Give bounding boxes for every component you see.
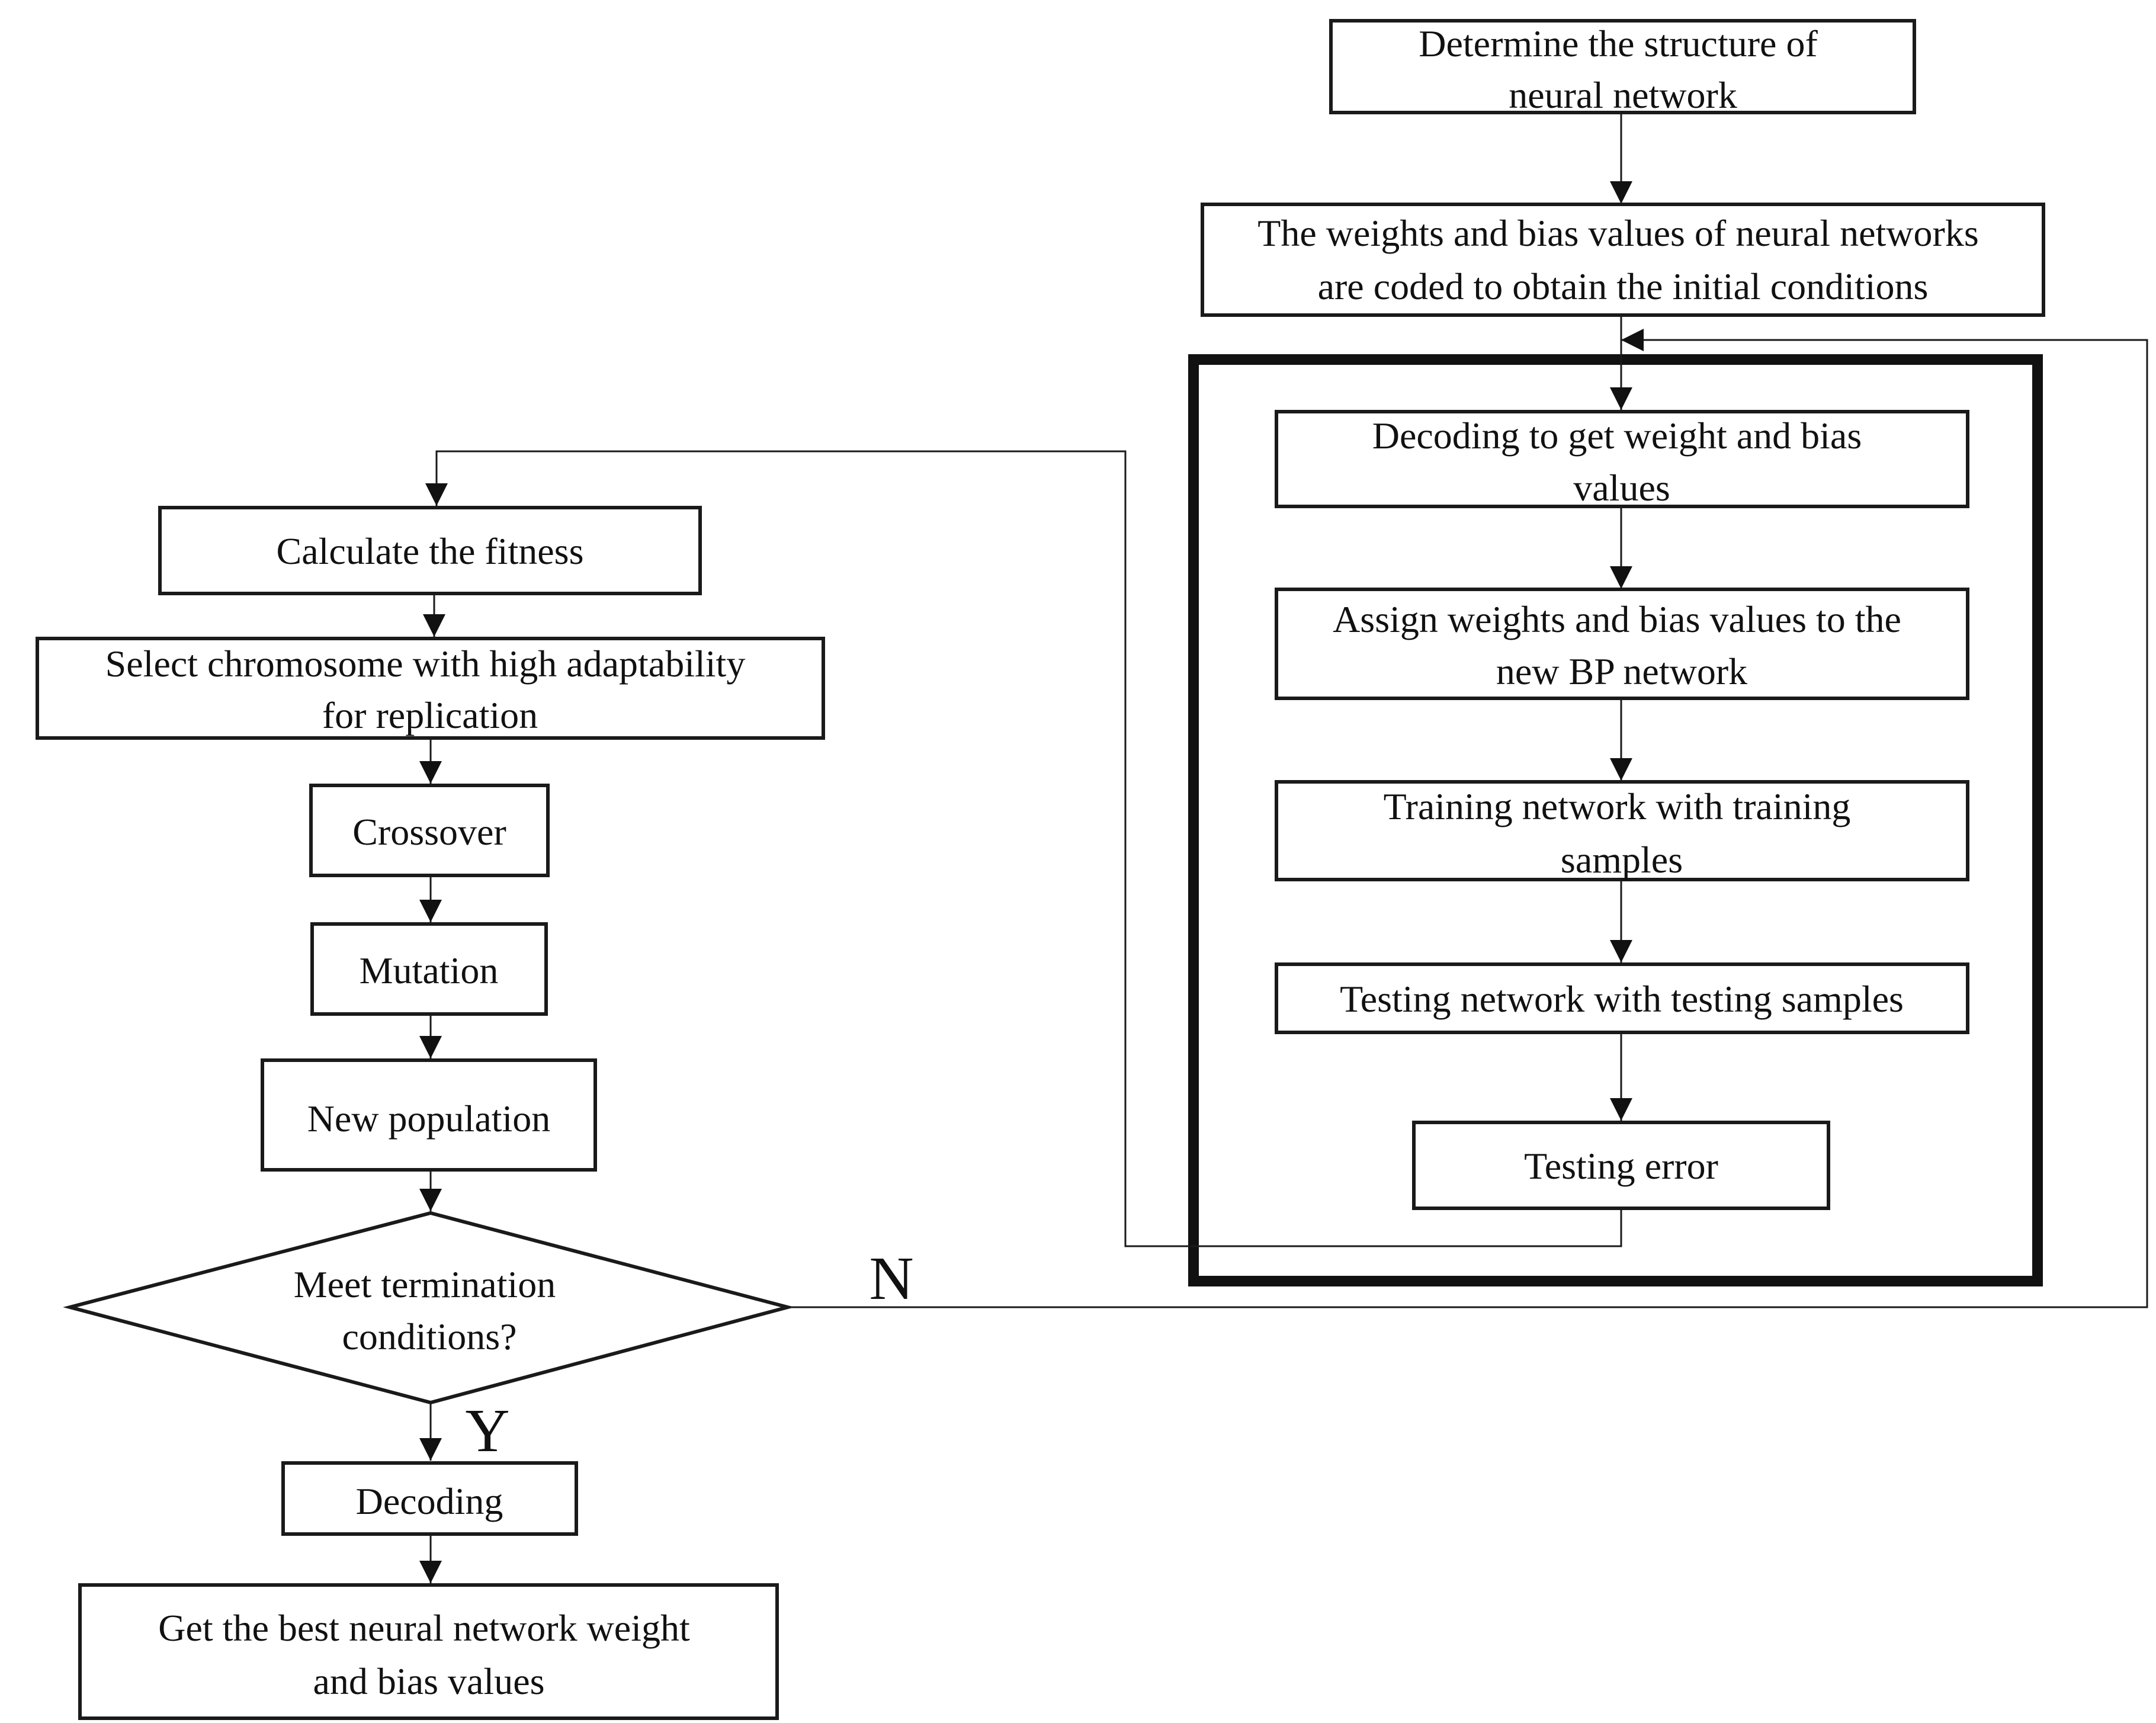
node-new-population: New population: [261, 1058, 597, 1172]
node-decoding: Decoding: [281, 1461, 578, 1536]
node-training-line-1: Training network with training: [1384, 785, 1851, 827]
node-assign-line-1: Assign weights and bias values to the: [1333, 598, 1901, 640]
label-yes: Y: [465, 1397, 509, 1465]
node-assign-box: [1275, 588, 1969, 700]
node-fitness-box: [158, 506, 702, 595]
node-crossover-box: [309, 784, 550, 877]
node-termination-text: Meet termination conditions?: [294, 1263, 566, 1358]
node-coding-text: The weights and bias values of neural ne…: [1257, 212, 1988, 307]
node-crossover-line-1: Crossover: [352, 811, 506, 853]
node-new-population-box: [261, 1058, 597, 1172]
node-fitness: Calculate the fitness: [158, 506, 702, 595]
node-coding-line-1: The weights and bias values of neural ne…: [1257, 212, 1978, 254]
node-testing: Testing network with testing samples: [1275, 962, 1969, 1034]
node-training-line-2: samples: [1561, 839, 1683, 881]
node-decode-weights-text: Decoding to get weight and bias values: [1372, 415, 1871, 509]
arrow-no-loop: [788, 329, 2148, 1308]
node-coding: The weights and bias values of neural ne…: [1201, 203, 2045, 317]
node-select-line-1: Select chromosome with high adaptability: [105, 643, 746, 685]
node-coding-box: [1201, 203, 2045, 317]
node-termination-decision: Meet termination conditions?: [63, 1211, 795, 1405]
node-decoding-line-1: Decoding: [356, 1480, 503, 1522]
node-select-text: Select chromosome with high adaptability…: [105, 643, 755, 736]
node-structure-box: [1329, 19, 1916, 114]
node-assign: Assign weights and bias values to the ne…: [1275, 588, 1969, 700]
node-select: Select chromosome with high adaptability…: [36, 637, 825, 740]
node-mutation: Mutation: [310, 922, 548, 1016]
node-decode-weights: Decoding to get weight and bias values: [1275, 410, 1969, 509]
node-decode-weights-line-1: Decoding to get weight and bias: [1372, 415, 1862, 457]
node-testing-error-line-1: Testing error: [1524, 1145, 1718, 1187]
node-crossover-text: Crossover: [352, 811, 506, 853]
node-training-box: [1275, 780, 1969, 881]
node-mutation-text: Mutation: [360, 949, 499, 992]
node-training: Training network with training samples: [1275, 780, 1969, 881]
node-assign-line-2: new BP network: [1496, 650, 1747, 692]
node-decode-weights-box: [1275, 410, 1969, 508]
node-coding-line-2: are coded to obtain the initial conditio…: [1318, 265, 1929, 307]
node-assign-text: Assign weights and bias values to the ne…: [1333, 598, 1911, 692]
node-fitness-text: Calculate the fitness: [277, 530, 584, 572]
arrow-error-to-fitness: [425, 450, 1622, 1247]
node-best-line-1: Get the best neural network weight: [158, 1607, 690, 1649]
node-testing-error-text: Testing error: [1524, 1145, 1718, 1187]
node-select-line-2: for replication: [322, 694, 538, 736]
node-testing-error-box: [1412, 1121, 1830, 1210]
node-fitness-line-1: Calculate the fitness: [277, 530, 584, 572]
node-best-line-2: and bias values: [313, 1660, 545, 1702]
node-training-text: Training network with training samples: [1384, 785, 1860, 881]
node-testing-box: [1275, 962, 1969, 1034]
node-best-text: Get the best neural network weight and b…: [158, 1607, 700, 1702]
label-no: N: [869, 1244, 913, 1313]
node-crossover: Crossover: [309, 784, 550, 877]
node-termination-diamond: [63, 1211, 795, 1405]
node-new-population-line-1: New population: [307, 1098, 551, 1140]
node-testing-line-1: Testing network with testing samples: [1340, 978, 1904, 1020]
node-structure: Determine the structure of neural networ…: [1329, 19, 1916, 116]
node-select-box: [36, 637, 825, 740]
node-structure-line-1: Determine the structure of: [1419, 23, 1818, 65]
node-best: Get the best neural network weight and b…: [78, 1583, 779, 1720]
node-structure-text: Determine the structure of neural networ…: [1419, 23, 1827, 116]
node-decode-weights-line-2: values: [1573, 467, 1670, 509]
node-structure-line-2: neural network: [1509, 74, 1737, 116]
node-new-population-text: New population: [307, 1098, 551, 1140]
node-mutation-line-1: Mutation: [360, 949, 499, 992]
node-decoding-text: Decoding: [356, 1480, 503, 1522]
node-mutation-box: [310, 922, 548, 1016]
bp-network-frame: [1188, 354, 2043, 1286]
node-testing-error: Testing error: [1412, 1121, 1830, 1210]
node-decoding-box: [281, 1461, 578, 1536]
node-best-box: [78, 1583, 779, 1720]
node-termination-line-2: conditions?: [342, 1315, 516, 1358]
node-termination-line-1: Meet termination: [294, 1263, 556, 1305]
node-testing-text: Testing network with testing samples: [1340, 978, 1904, 1020]
